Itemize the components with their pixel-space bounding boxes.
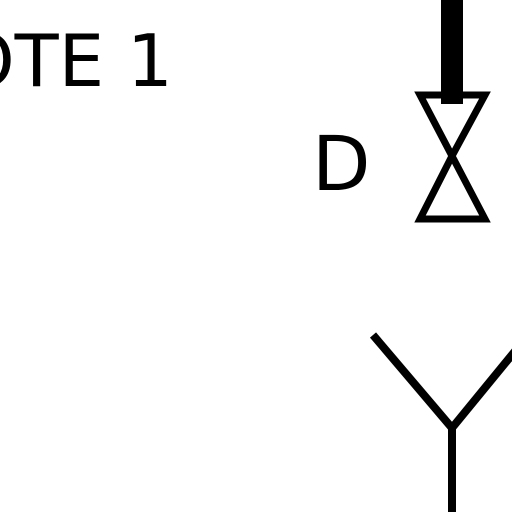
note-text: OTE 1 — [0, 19, 173, 103]
pipe-stem — [441, 0, 463, 104]
y-branch-icon — [369, 332, 512, 512]
gate-valve-icon — [414, 91, 491, 223]
valve-label: D — [312, 119, 371, 208]
